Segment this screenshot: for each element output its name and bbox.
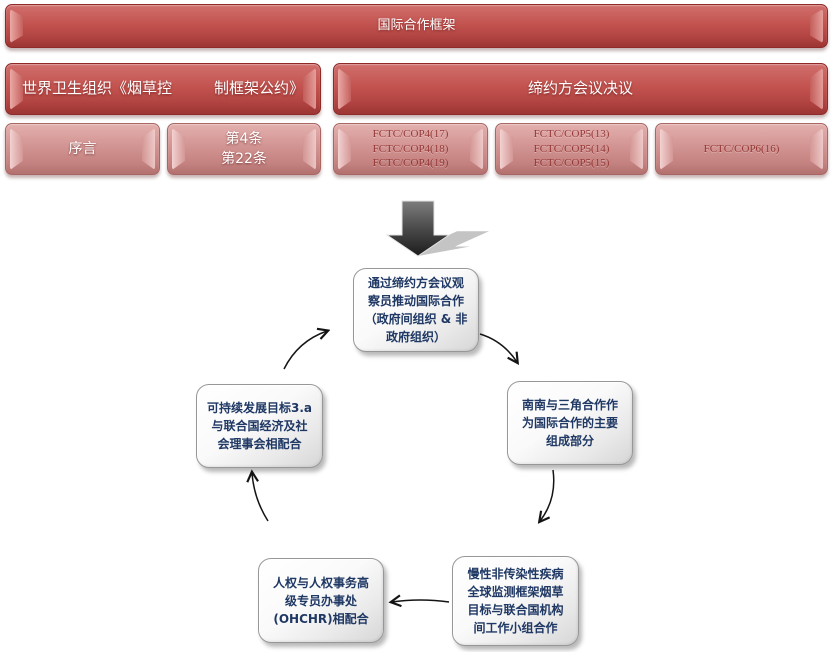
banner-who-fctc: 世界卫生组织《烟草控 制框架公约》 bbox=[5, 63, 321, 115]
arrow-cop-observers-to-south-south bbox=[479, 333, 517, 362]
cycle-box-sdg-ecosoc: 可持续发展目标3.a与联合国经济及社会理事会相配合 bbox=[196, 384, 323, 468]
box-preamble: 序言 bbox=[5, 123, 160, 175]
box-cop6-decision: FCTC/COP6(16) bbox=[655, 123, 828, 175]
box-articles-label: 第4条 第22条 bbox=[221, 129, 267, 170]
arrow-ohchr-to-sdg bbox=[252, 473, 269, 522]
banner-who-fctc-left: 世界卫生组织《烟草控 bbox=[22, 79, 173, 98]
cycle-box-ohchr: 人权与人权事务高级专员办事处(OHCHR)相配合 bbox=[258, 558, 384, 643]
cycle-box-sdg-ecosoc-text: 可持续发展目标3.a与联合国经济及社会理事会相配合 bbox=[206, 401, 312, 451]
arrow-south-south-to-ncd bbox=[540, 469, 555, 521]
cycle-box-ncd-monitoring-text: 慢性非传染性疾病全球监测框架烟草目标与联合国机构间工作小组合作 bbox=[467, 567, 564, 635]
cop5-decision-14: FCTC/COP5(14) bbox=[533, 142, 610, 155]
cycle-box-south-south-cooperation: 南南与三角合作作为国际合作的主要组成部分 bbox=[507, 381, 633, 465]
article-4: 第4条 bbox=[225, 130, 263, 147]
cop6-decision-16: FCTC/COP6(16) bbox=[703, 142, 780, 155]
banner-cop-decisions: 缔约方会议决议 bbox=[333, 63, 828, 115]
big-down-arrow bbox=[385, 200, 489, 257]
box-articles: 第4条 第22条 bbox=[167, 123, 321, 175]
box-cop4-lines: FCTC/COP4(17) FCTC/COP4(18) FCTC/COP4(19… bbox=[373, 127, 449, 172]
box-cop5-lines: FCTC/COP5(13) FCTC/COP5(14) FCTC/COP5(15… bbox=[534, 127, 610, 172]
cop4-decision-17: FCTC/COP4(17) bbox=[372, 127, 449, 140]
cop5-decision-13: FCTC/COP5(13) bbox=[533, 127, 610, 140]
banner-international-cooperation-framework: 国际合作框架 bbox=[5, 4, 828, 48]
cop4-decision-19: FCTC/COP4(19) bbox=[372, 157, 449, 170]
banner-cop-decisions-title: 缔约方会议决议 bbox=[527, 79, 633, 98]
banner-title: 国际合作框架 bbox=[377, 17, 456, 33]
box-cop6-lines: FCTC/COP6(16) bbox=[704, 142, 780, 157]
cop4-decision-18: FCTC/COP4(18) bbox=[372, 142, 449, 155]
article-22: 第22条 bbox=[221, 151, 267, 167]
cycle-box-south-south-text: 南南与三角合作作为国际合作的主要组成部分 bbox=[521, 398, 618, 448]
banner-who-fctc-right: 制框架公约》 bbox=[213, 79, 304, 98]
box-preamble-label: 序言 bbox=[68, 140, 97, 157]
cycle-box-ncd-monitoring: 慢性非传染性疾病全球监测框架烟草目标与联合国机构间工作小组合作 bbox=[452, 556, 579, 646]
cycle-box-ohchr-text: 人权与人权事务高级专员办事处(OHCHR)相配合 bbox=[272, 575, 369, 626]
box-cop5-decisions: FCTC/COP5(13) FCTC/COP5(14) FCTC/COP5(15… bbox=[495, 123, 648, 175]
big-down-arrow-shadow bbox=[408, 231, 489, 256]
cycle-box-cop-observers-text: 通过缔约方会议观察员推动国际合作（政府间组织 & 非政府组织） bbox=[364, 276, 468, 344]
cop5-decision-15: FCTC/COP5(15) bbox=[533, 157, 610, 170]
box-cop4-decisions: FCTC/COP4(17) FCTC/COP4(18) FCTC/COP4(19… bbox=[333, 123, 488, 175]
big-down-arrow-body bbox=[385, 200, 451, 257]
arrow-ncd-to-ohchr bbox=[392, 600, 450, 602]
cycle-box-cop-observers: 通过缔约方会议观察员推动国际合作（政府间组织 & 非政府组织） bbox=[353, 268, 479, 352]
arrow-sdg-to-cop-observers bbox=[283, 331, 327, 370]
